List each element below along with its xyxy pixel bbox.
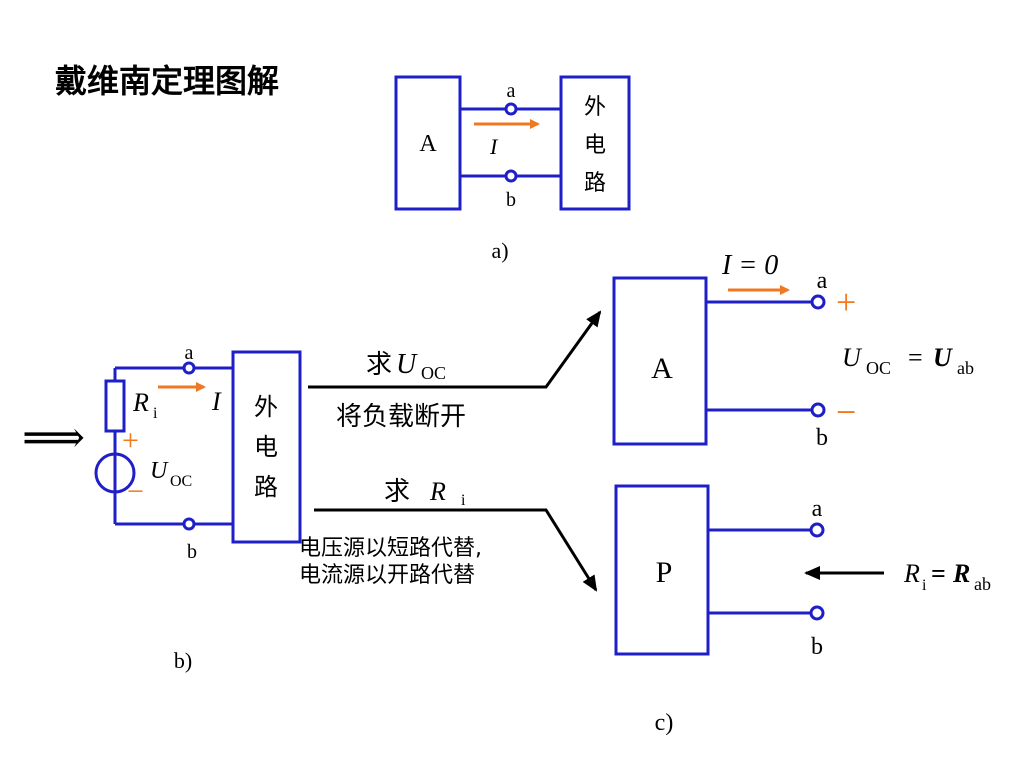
terminal-top-b	[810, 402, 826, 418]
external-circuit-char-1: 外	[254, 393, 278, 421]
resistor-label-sub: i	[153, 405, 158, 422]
external-circuit-box	[559, 75, 631, 211]
branch-ri-arrow	[314, 508, 598, 592]
terminal-b	[182, 517, 196, 531]
network-p-box	[614, 484, 710, 656]
ri-right-sub: ab	[974, 574, 991, 594]
network-p-label: P	[656, 556, 673, 589]
terminal-a	[504, 102, 518, 116]
uoc-left: U	[842, 343, 863, 372]
network-a-label: A	[651, 352, 673, 385]
branch-ri-note-1: 电压源以短路代替,	[299, 536, 482, 561]
implies-arrow: ⟹	[22, 413, 85, 462]
caption-b: b)	[174, 648, 192, 673]
figure-b: ⟹ R i + − U OC a b I 外 电 路 b)	[22, 342, 302, 673]
external-circuit-char-3: 路	[584, 171, 606, 196]
network-a-box	[394, 75, 462, 211]
caption-a: a)	[491, 238, 508, 263]
branch-uoc-var: U	[396, 349, 418, 380]
terminal-bottom-b	[809, 605, 825, 621]
terminal-bottom-a-label: a	[812, 496, 823, 522]
branch-ri-label: 求	[384, 477, 410, 507]
terminal-top-a	[810, 294, 826, 310]
external-circuit-char-2: 电	[254, 433, 278, 461]
source-label-sub: OC	[170, 473, 192, 490]
uoc-equals: =	[908, 343, 923, 372]
external-circuit-char-1: 外	[584, 95, 606, 120]
caption-c: c)	[655, 710, 674, 736]
ri-right: R	[952, 559, 970, 588]
terminal-bottom-a	[809, 522, 825, 538]
source-plus-sign: +	[122, 424, 139, 457]
branch-uoc-note: 将负载断开	[336, 402, 466, 432]
branch-ri: 求 R i 电压源以短路代替, 电流源以开路代替	[299, 477, 598, 592]
uoc-right: U	[933, 343, 953, 372]
resistor-ri	[104, 379, 126, 433]
network-a-label: A	[419, 131, 437, 157]
source-label: U	[150, 458, 169, 484]
branch-uoc-label: 求	[366, 350, 392, 380]
ri-equals: =	[931, 559, 946, 588]
source-minus-sign: −	[127, 475, 144, 508]
terminal-b-label: b	[506, 189, 516, 211]
terminal-a	[182, 361, 196, 375]
figure-c: A a b + − I = 0 U OC = U ab P a b R i = …	[612, 250, 991, 736]
terminal-plus-sign: +	[836, 282, 856, 322]
branch-ri-note-2: 电流源以开路代替	[299, 563, 475, 588]
branch-ri-sub: i	[461, 492, 466, 509]
external-circuit-box	[231, 350, 302, 544]
ri-left-sub: i	[922, 577, 927, 594]
current-label: I	[489, 134, 499, 159]
page-title: 戴维南定理图解	[55, 62, 279, 100]
branch-uoc-sub: OC	[421, 363, 446, 383]
branch-uoc: 求 U OC 将负载断开	[308, 310, 602, 432]
uoc-left-sub: OC	[866, 358, 891, 378]
external-circuit-char-2: 电	[584, 133, 606, 158]
figure-a: A 外 电 路 a b I a)	[394, 75, 631, 263]
uoc-right-sub: ab	[957, 358, 974, 378]
external-circuit-char-3: 路	[254, 473, 278, 501]
terminal-b	[504, 169, 518, 183]
branch-ri-var: R	[429, 477, 446, 506]
terminal-a-label: a	[507, 80, 516, 102]
resistor-label: R	[132, 388, 149, 417]
terminal-top-a-label: a	[817, 268, 828, 294]
branch-uoc-arrow	[308, 310, 602, 389]
current-label: I	[211, 387, 222, 416]
zero-current-label: I = 0	[721, 250, 778, 281]
network-a-box	[612, 276, 708, 446]
terminal-bottom-b-label: b	[811, 634, 823, 660]
terminal-b-label: b	[187, 541, 197, 563]
terminal-a-label: a	[185, 342, 194, 364]
terminal-minus-sign: −	[836, 392, 856, 432]
terminal-top-b-label: b	[816, 425, 828, 451]
ri-left: R	[903, 559, 920, 588]
